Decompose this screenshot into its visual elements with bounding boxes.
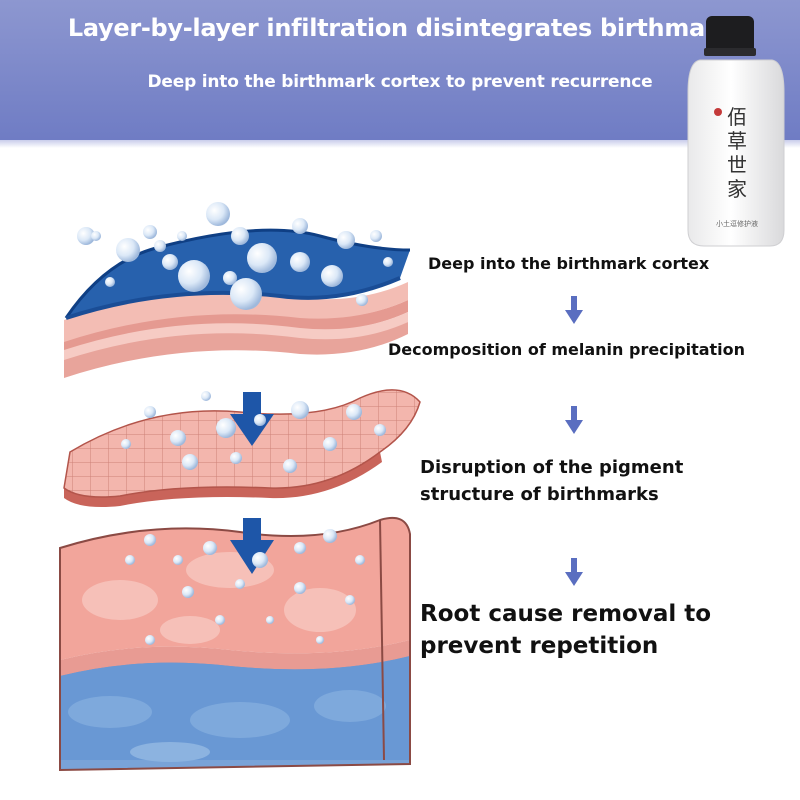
- down-arrow-small-3: [565, 558, 583, 586]
- bubble: [215, 615, 225, 625]
- bubble: [291, 401, 309, 419]
- bubble: [105, 277, 115, 287]
- bubble: [223, 271, 237, 285]
- bubble: [170, 430, 186, 446]
- bubble: [252, 552, 268, 568]
- step-label-4: Root cause removal to prevent repetition: [420, 598, 780, 662]
- bubble: [266, 616, 274, 624]
- layer-pigment-grid: [63, 389, 421, 507]
- bubble: [177, 231, 187, 241]
- bubble: [294, 582, 306, 594]
- bubble: [144, 534, 156, 546]
- bubble: [91, 231, 101, 241]
- bottle-char-4: 家: [727, 177, 747, 201]
- bubble: [355, 555, 365, 565]
- bubble: [316, 636, 324, 644]
- bubble: [162, 254, 178, 270]
- bubble: [356, 294, 368, 306]
- step-label-2: Decomposition of melanin precipitation: [388, 340, 745, 359]
- bubble: [235, 579, 245, 589]
- bubble: [116, 238, 140, 262]
- bottle-char-1: 佰: [727, 105, 747, 129]
- bubble: [145, 635, 155, 645]
- bubble: [383, 257, 393, 267]
- bubble: [374, 424, 386, 436]
- bubble: [230, 452, 242, 464]
- bubble: [370, 230, 382, 242]
- bubble: [254, 414, 266, 426]
- bubble: [154, 240, 166, 252]
- bubble: [125, 555, 135, 565]
- bubble: [77, 227, 95, 245]
- step-4-line-2: prevent repetition: [420, 633, 659, 659]
- bottle-small-label: 小土逗修护液: [716, 219, 758, 228]
- bottle-char-2: 草: [727, 129, 747, 153]
- step-2-line-1: Decomposition of melanin precipitation: [388, 340, 746, 359]
- bubble: [178, 260, 210, 292]
- bubble: [345, 595, 355, 605]
- step-3-line-2: structure of birthmarks: [420, 484, 659, 505]
- bubble: [230, 278, 262, 310]
- bubble: [231, 227, 249, 245]
- bottle-char-3: 世: [727, 153, 747, 177]
- bubble: [201, 391, 211, 401]
- bubble: [323, 437, 337, 451]
- step-label-3: Disruption of the pigment structure of b…: [420, 454, 760, 508]
- bubble: [247, 243, 277, 273]
- bubble: [206, 202, 230, 226]
- step-label-1: Deep into the birthmark cortex: [428, 254, 709, 273]
- step-1-line-1: Deep into the birthmark cortex: [428, 254, 710, 273]
- bubble: [283, 459, 297, 473]
- header-banner: Layer-by-layer infiltration disintegrate…: [0, 0, 800, 140]
- bubble: [294, 542, 306, 554]
- headline: Layer-by-layer infiltration disintegrate…: [67, 14, 733, 42]
- bubble: [203, 541, 217, 555]
- bubble: [292, 218, 308, 234]
- banner-fade: [0, 140, 800, 148]
- product-bottle: 佰 草 世 家 小土逗修护液: [687, 16, 785, 247]
- down-arrow-large-2: [230, 518, 274, 574]
- step-4-line-1: Root cause removal to: [420, 601, 712, 627]
- bubble: [337, 231, 355, 249]
- down-arrow-small-2: [565, 406, 583, 434]
- step-3-line-1: Disruption of the pigment: [420, 457, 684, 478]
- down-arrow-small-1: [565, 296, 583, 324]
- bubble: [144, 406, 156, 418]
- subheadline: Deep into the birthmark cortex to preven…: [147, 72, 653, 92]
- bubble: [321, 265, 343, 287]
- bubble: [121, 439, 131, 449]
- bubble: [346, 404, 362, 420]
- bubble: [290, 252, 310, 272]
- bubble: [216, 418, 236, 438]
- bubble: [182, 586, 194, 598]
- bubble: [143, 225, 157, 239]
- bubbles: [77, 202, 393, 645]
- bubble: [323, 529, 337, 543]
- bubble: [182, 454, 198, 470]
- bubble: [173, 555, 183, 565]
